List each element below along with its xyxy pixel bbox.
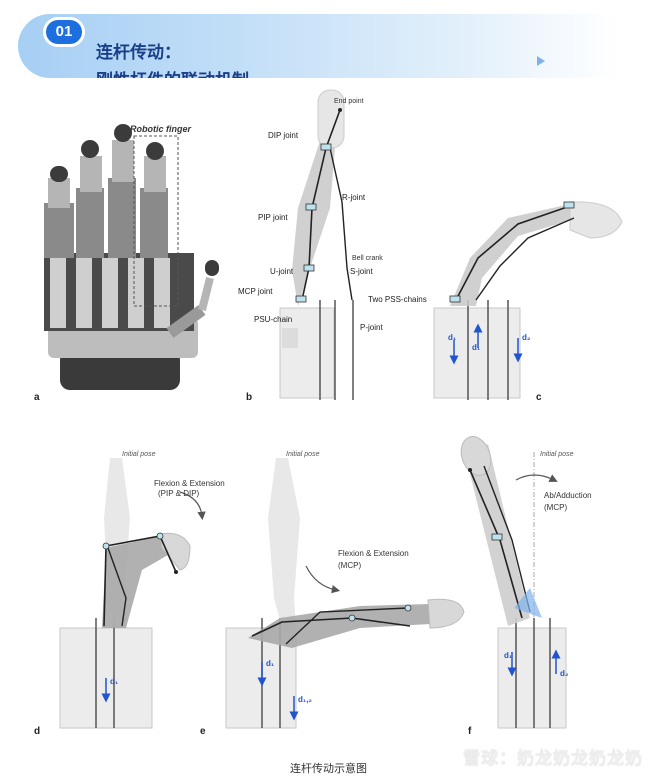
linkage-figure-svg: Robotic finger a End point DIP joint R-j… — [34, 89, 623, 737]
hand-base — [60, 350, 180, 390]
panel-a-robotic-hand: Robotic finger a — [34, 124, 219, 403]
panel-label-c: c — [536, 392, 542, 403]
watermark: 雪球：奶龙奶龙奶龙奶 — [463, 749, 643, 769]
panel-e-mcp-flexion: Initial pose Flexion & Extension (MCP) d… — [200, 451, 465, 737]
label-e-motion-line2: (MCP) — [338, 561, 361, 570]
label-f-motion-line1: Ab/Adduction — [544, 491, 592, 500]
label-f-motion-line2: (MCP) — [544, 503, 567, 512]
label-c-d2: d₂ — [522, 333, 531, 342]
label-psu-chain: PSU-chain — [254, 315, 292, 324]
label-e-initial-pose: Initial pose — [286, 451, 320, 458]
finger-2 — [76, 140, 104, 258]
panel-c-flexed-finger: d₁ d₁ d₂ c — [433, 201, 623, 403]
label-two-pss-chains: Two PSS-chains — [368, 295, 427, 304]
label-s-joint: S-joint — [350, 267, 373, 276]
figure-caption: 连杆传动示意图 — [290, 762, 367, 775]
label-e-d1: d₁ — [266, 659, 275, 668]
finger-4 — [140, 142, 168, 258]
label-d-initial-pose: Initial pose — [122, 451, 156, 458]
panel-d-pip-dip-flexion: Initial pose Flexion & Extension (PIP & … — [34, 451, 225, 737]
panel-f-ab-adduction: Initial pose Ab/Adduction (MCP) d₁ d₂ f — [460, 436, 592, 737]
label-e-motion-line1: Flexion & Extension — [338, 549, 409, 558]
label-mcp-joint: MCP joint — [238, 287, 273, 296]
label-pip-joint: PIP joint — [258, 213, 288, 222]
section-title-line1: 连杆传动： — [96, 43, 181, 63]
label-c-d1a: d₁ — [448, 333, 457, 342]
section-header: 01 连杆传动： 刚性杆件的联动机制 — [18, 14, 618, 91]
label-c-d1b: d₁ — [472, 343, 481, 352]
label-d-motion-line1: Flexion & Extension — [154, 479, 225, 488]
label-f-d2: d₂ — [560, 669, 569, 678]
label-bell-crank: Bell crank — [352, 255, 383, 262]
finger-3 — [108, 124, 136, 258]
panel-label-f: f — [468, 726, 472, 737]
label-p-joint: P-joint — [360, 323, 383, 332]
panel-b-labelled-finger: End point DIP joint R-joint PIP joint Be… — [238, 89, 427, 403]
label-f-d1: d₁ — [504, 651, 513, 660]
label-d-motion-line2: (PIP & DIP) — [158, 489, 200, 498]
panel-label-a: a — [34, 392, 40, 403]
label-r-joint: R-joint — [342, 193, 366, 202]
robotic-finger-label: Robotic finger — [130, 124, 191, 134]
section-number-badge: 01 — [46, 20, 82, 44]
panel-label-b: b — [246, 392, 252, 403]
label-d-d: d₁ — [110, 677, 119, 686]
label-dip-joint: DIP joint — [268, 131, 299, 140]
palm — [44, 253, 194, 331]
label-u-joint: U-joint — [270, 267, 294, 276]
linkage-figure: Robotic finger a End point DIP joint R-j… — [30, 78, 628, 746]
label-end-point: End point — [334, 98, 364, 105]
panel-label-d: d — [34, 726, 40, 737]
finger-1 — [44, 166, 74, 258]
play-arrow-icon — [537, 56, 545, 66]
panel-label-e: e — [200, 726, 206, 737]
label-e-d12: d₁,₂ — [298, 695, 312, 704]
robotic-finger-box — [133, 135, 179, 307]
label-f-initial-pose: Initial pose — [540, 451, 574, 458]
thumb — [166, 260, 219, 338]
